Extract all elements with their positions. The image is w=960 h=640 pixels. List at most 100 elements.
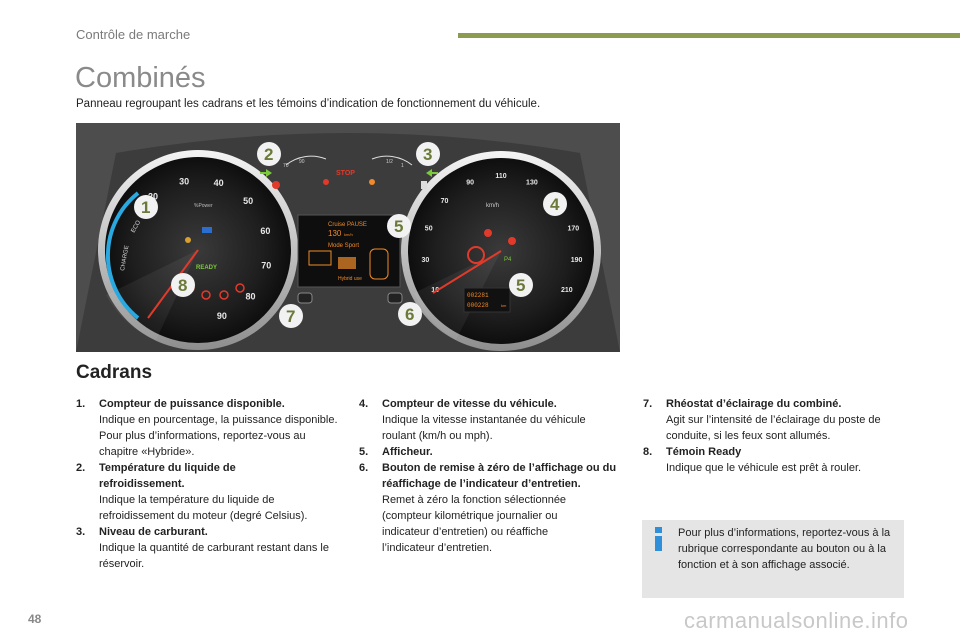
item-text: Indique la vitesse instantanée du véhicu…: [382, 414, 586, 442]
odometer-unit: km: [501, 303, 507, 308]
turn-right-icon: [426, 169, 438, 177]
list-item: 4. Compteur de vitesse du véhicule. Indi…: [359, 396, 621, 444]
item-text: Indique la quantité de carburant restant…: [99, 542, 329, 570]
warning-icon-red-3: [219, 290, 229, 300]
item-title: Compteur de puissance disponible.: [99, 398, 285, 410]
turn-left-icon: [260, 169, 272, 177]
speed-tick-label: 210: [561, 287, 573, 294]
p4-label: P4: [504, 257, 512, 263]
stop-warning: STOP: [336, 170, 355, 177]
display-cruise: Cruise PAUSE: [328, 222, 367, 228]
speed-tick-label: 190: [571, 257, 583, 264]
list-item: 7. Rhéostat d’éclairage du combiné. Agit…: [643, 396, 905, 444]
page-number: 48: [28, 612, 42, 626]
display-speed: 130: [328, 229, 342, 238]
fuel-half: 1/2: [386, 159, 393, 165]
rheostat-button: [297, 292, 313, 304]
power-tick-label: 50: [243, 196, 253, 206]
list-item: 2. Température du liquide de refroidisse…: [76, 460, 344, 524]
item-number: 8.: [643, 446, 653, 458]
car-diagram-icon: [369, 248, 389, 280]
item-number: 4.: [359, 398, 369, 410]
callout-group: 1 2 3 4 5 5 6 7 8: [134, 142, 567, 328]
info-box: Pour plus d’informations, reportez-vous …: [642, 520, 904, 598]
warning-icon-red-4: [235, 283, 245, 293]
temp-warning-icon: [272, 181, 280, 189]
power-tick-label: 80: [245, 291, 255, 301]
engine-diagram-icon: [308, 250, 332, 266]
item-number: 3.: [76, 526, 86, 538]
odometer-total: 002281: [467, 292, 489, 299]
power-tick-label: 20: [148, 191, 158, 201]
warning-icon-red-2: [201, 290, 211, 300]
svg-text:8: 8: [178, 276, 187, 295]
item-number: 5.: [359, 446, 369, 458]
callout-4: 4: [543, 192, 567, 216]
temp-high: 90: [299, 159, 305, 165]
info-icon: [655, 527, 662, 551]
odometer-trip: 000228: [467, 302, 489, 309]
power-tick-label: 30: [179, 176, 189, 186]
item-title: Afficheur.: [382, 446, 433, 458]
watermark: carmanualsonline.info: [684, 608, 909, 633]
brake-warning-icon: [467, 246, 485, 264]
item-text: Indique la température du liquide de ref…: [99, 494, 308, 522]
svg-text:7: 7: [286, 307, 295, 326]
speed-tick-label: 90: [466, 180, 474, 187]
callout-6: 6: [398, 302, 422, 326]
callout-8: 8: [171, 273, 195, 297]
speed-needle: [432, 250, 502, 294]
display-mode: Mode Sport: [328, 243, 359, 249]
speed-unit: km/h: [486, 203, 499, 209]
header-accent-bar: [458, 33, 960, 38]
callout-5-display: 5: [387, 214, 411, 238]
speed-tick-label: 130: [526, 180, 538, 187]
svg-text:4: 4: [550, 195, 560, 214]
page-subtitle: Panneau regroupant les cadrans et les té…: [76, 98, 541, 110]
speed-tick-label: 30: [422, 257, 430, 264]
callout-3: 3: [416, 142, 440, 166]
battery-diagram-icon: [338, 257, 356, 269]
item-number: 7.: [643, 398, 653, 410]
power-tick-label: 60: [260, 226, 270, 236]
item-title: Niveau de carburant.: [99, 526, 208, 538]
cadrans-heading: Cadrans: [76, 362, 153, 383]
svg-text:2: 2: [264, 145, 273, 164]
label-eco: ECO: [131, 219, 143, 234]
column-1: 1. Compteur de puissance disponible. Ind…: [76, 396, 344, 572]
fuel-full: 1: [401, 163, 404, 169]
svg-text:5: 5: [394, 217, 403, 236]
item-title: Témoin Ready: [666, 446, 742, 458]
power-tick-label: 90: [217, 311, 227, 321]
callout-2: 2: [257, 142, 281, 166]
item-number: 1.: [76, 398, 86, 410]
svg-text:3: 3: [423, 145, 432, 164]
charge-arc: [105, 191, 140, 320]
item-text: Indique en pourcentage, la puissance dis…: [99, 414, 338, 426]
info-text: Pour plus d’informations, reportez-vous …: [678, 527, 891, 571]
item-title: Bouton de remise à zéro de l’affichage o…: [382, 462, 617, 490]
item-text: Remet à zéro la fonction sélectionnée (c…: [382, 494, 567, 554]
callout-5-odometer: 5: [509, 273, 533, 297]
display-speed-unit: km/h: [344, 232, 353, 237]
list-item: 1. Compteur de puissance disponible. Ind…: [76, 396, 344, 460]
speed-tick-label: 70: [441, 198, 449, 205]
svg-text:1: 1: [141, 198, 150, 217]
item-text-2: Pour plus d’informations, reportez-vous …: [99, 430, 306, 458]
callout-1: 1: [134, 195, 158, 219]
warning-dot-1: [323, 179, 329, 185]
list-item: 6. Bouton de remise à zéro de l’affichag…: [359, 460, 621, 556]
item-title: Température du liquide de refroidissemen…: [99, 462, 236, 490]
callout-7: 7: [279, 304, 303, 328]
column-3: 7. Rhéostat d’éclairage du combiné. Agit…: [643, 396, 905, 476]
speed-tick-label: 170: [567, 226, 579, 233]
list-item: 3. Niveau de carburant. Indique la quant…: [76, 524, 344, 572]
power-tick-label: 40: [214, 178, 224, 188]
reset-button: [387, 292, 403, 304]
warning-icon-blue: [202, 227, 212, 233]
page-title: Combinés: [75, 62, 206, 94]
display-hybrid: Hybrid use: [338, 276, 362, 282]
item-text: Indique que le véhicule est prêt à roule…: [666, 462, 862, 474]
